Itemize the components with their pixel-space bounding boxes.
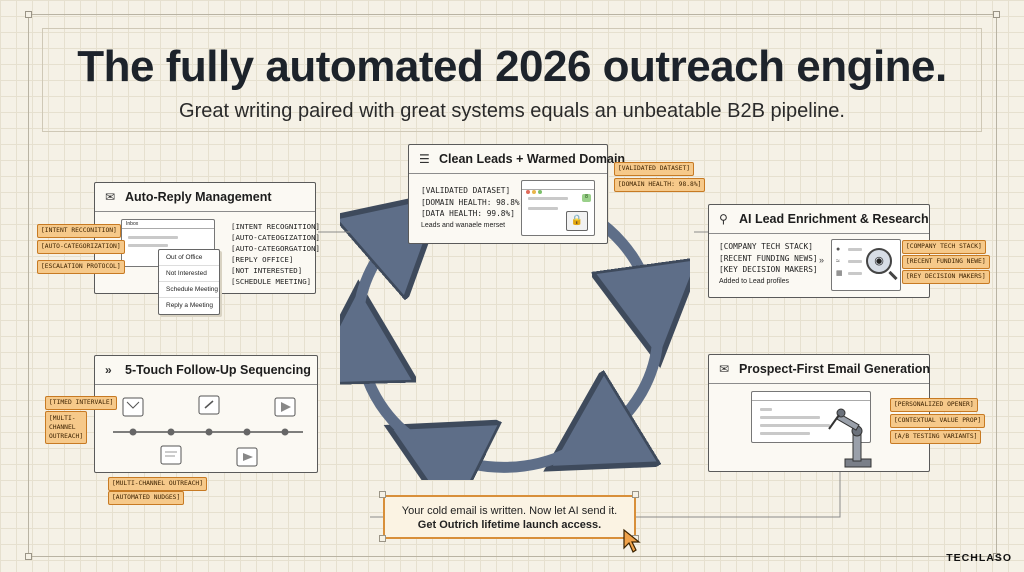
tag-auto-categorization: [AUTO-CATEGORIZATION]: [37, 240, 125, 254]
enrichment-note: Added to Lead profiles: [719, 277, 790, 285]
cta-corner: [379, 535, 386, 542]
frame-corner: [993, 553, 1000, 560]
enrichment-title: AI Lead Enrichment & Research: [739, 212, 929, 226]
tag-company-tech-stack: [COMPANY TECH STACK]: [902, 240, 986, 254]
cursor-icon: [623, 528, 641, 553]
frame-bottom: [28, 556, 996, 557]
tag-domain-health: [DOMAIN HEALTH: 98.8%]: [614, 178, 706, 192]
tag-multi-channel-left: [MULTI-CHANNEL OUTREACH]: [45, 411, 87, 444]
frame-left: [28, 14, 29, 556]
reply-category-menu: Out of Office Not Interested Schedule Me…: [158, 249, 220, 315]
frame-right: [996, 14, 997, 556]
lock-icon: 🔒: [566, 211, 588, 231]
cycle-arrow-bottom: [438, 452, 573, 467]
frame-corner: [993, 11, 1000, 18]
tag-contextual-value-prop: [CONTEXTUAL VALUE PROP]: [890, 414, 986, 428]
health-badge: 8: [582, 194, 591, 202]
clean-leads-note: Leads and wanaele merset: [421, 221, 506, 229]
clean-leads-panel: ☰ Clean Leads + Warmed Domain [VALIDATED …: [408, 144, 625, 244]
tag-timed-intervals: [TIMED INTERVALE]: [45, 396, 118, 410]
clean-leads-list: [VALIDATED DATASET] [DOMAIN HEALTH: 98.8…: [421, 185, 524, 231]
database-icon: ☰: [419, 152, 430, 166]
page-subtitle: Great writing paired with great systems …: [179, 100, 845, 122]
frame-top: [28, 14, 996, 15]
tag-ab-testing: [A/B TESTING VARIANTS]: [890, 430, 982, 444]
menu-item-reply-meeting[interactable]: Reply a Meeting: [166, 302, 213, 309]
cta-corner: [379, 491, 386, 498]
brain-magnifier-icon: ◉: [866, 248, 892, 274]
sequence-timeline: [113, 395, 303, 467]
page-title: The fully automated 2026 outreach engine…: [77, 42, 947, 91]
cta-line-2[interactable]: Get Outrich lifetime launch access.: [417, 519, 602, 531]
clean-leads-title: Clean Leads + Warmed Domain: [439, 152, 626, 166]
search-icon: ⚲: [719, 212, 728, 226]
tag-escalation-protocol: [ESCALATION PROTOCOL]: [37, 260, 125, 274]
enrichment-panel: ⚲ AI Lead Enrichment & Research [COMPANY …: [708, 204, 930, 298]
follow-up-title: 5-Touch Follow-Up Sequencing: [125, 363, 311, 377]
menu-item-out-of-office[interactable]: Out of Office: [159, 250, 219, 266]
follow-up-panel: » 5-Touch Follow-Up Sequencing: [94, 355, 318, 473]
robot-arm-icon: [828, 408, 872, 468]
menu-item-not-interested[interactable]: Not Interested: [159, 266, 219, 282]
tag-key-decision-makers: [REY DECISION MAKERS]: [902, 270, 990, 284]
brand-logo: TECHLASO: [946, 552, 1012, 564]
cycle-arrows: [340, 190, 690, 480]
tag-intent-recognition: [INTENT RECCONITION]: [37, 224, 121, 238]
enrichment-list: [COMPANY TECH STACK] [RECENT FUNDING NEW…: [719, 241, 818, 287]
tag-automated-nudges: [AUTOMATED NUDGES]: [108, 491, 185, 505]
title-frame: [42, 28, 982, 132]
domain-window: 8 🔒: [521, 180, 595, 236]
tag-validated-dataset: [VALIDATED DATASET]: [614, 162, 695, 176]
cta-box[interactable]: Your cold email is written. Now let AI s…: [383, 495, 636, 539]
arrow-right-icon: »: [819, 255, 825, 265]
envelope-icon: ✉: [719, 362, 730, 376]
cta-line-1: Your cold email is written. Now let AI s…: [401, 505, 618, 517]
tag-recent-funding: [RECENT FUNDING NEWE]: [902, 255, 990, 269]
tag-multi-channel-bottom: [MULTI-CHANNEL OUTREACH]: [108, 477, 207, 491]
auto-reply-list: [INTENT RECOGNITION] [AUTO-CATEOGIZATION…: [231, 222, 320, 286]
cta-connector: [636, 472, 841, 518]
email-draft-window: [751, 391, 871, 443]
cycle-arrow-left-bottom: [360, 340, 419, 445]
menu-item-schedule-meeting[interactable]: Schedule Meeting: [159, 282, 219, 298]
auto-reply-title: Auto-Reply Management: [125, 190, 272, 204]
tag-personalized-opener: [PERSONALIZED OPENER]: [890, 398, 978, 412]
email-gen-panel: ✉ Prospect-First Email Generation: [708, 354, 930, 472]
cycle-arrow-left-top: [358, 230, 402, 319]
frame-corner: [25, 553, 32, 560]
frame-corner: [25, 11, 32, 18]
profile-icons: ●≈▦: [836, 246, 843, 277]
cycle-arrow-right-bottom: [595, 329, 664, 440]
profile-window: ●≈▦ ◉: [831, 239, 901, 291]
inbox-label: Inbox: [126, 221, 139, 227]
chevrons-icon: »: [105, 363, 112, 377]
email-step-icon: [122, 397, 144, 417]
cta-corner: [632, 491, 639, 498]
message-step-icon: [160, 445, 182, 465]
email-gen-title: Prospect-First Email Generation: [739, 362, 931, 376]
mail-icon: ✉: [105, 190, 116, 204]
